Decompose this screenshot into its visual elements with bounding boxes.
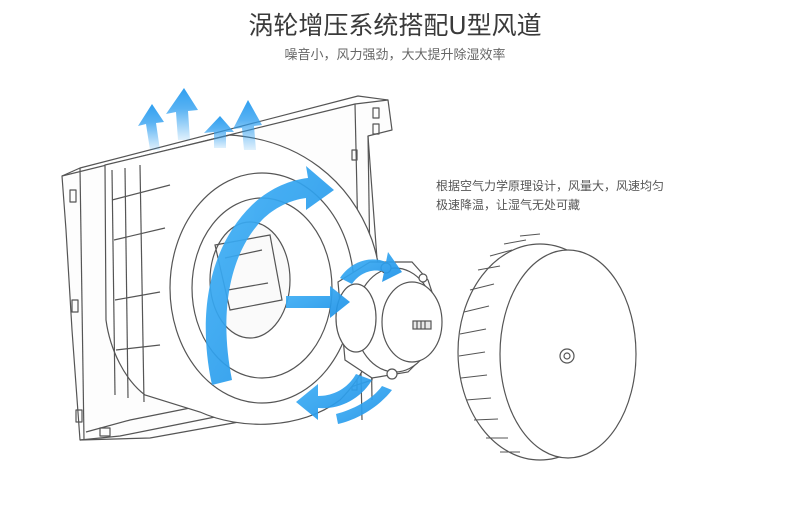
airflow-arrow-icon bbox=[205, 166, 402, 424]
airflow-arrow-icon bbox=[138, 88, 262, 150]
callout-line-1: 根据空气力学原理设计，风量大，风速均匀 bbox=[436, 179, 665, 193]
page-title: 涡轮增压系统搭配U型风道 bbox=[248, 11, 542, 40]
page-subtitle: 噪音小，风力强劲，大大提升除湿效率 bbox=[284, 48, 506, 63]
feature-callout: 根据空气力学原理设计，风量大，风速均匀 极速降温，让湿气无处可藏 bbox=[436, 177, 726, 215]
motor bbox=[335, 261, 443, 380]
callout-line-2: 极速降温，让湿气无处可藏 bbox=[436, 198, 581, 212]
impeller-wheel bbox=[457, 233, 637, 461]
